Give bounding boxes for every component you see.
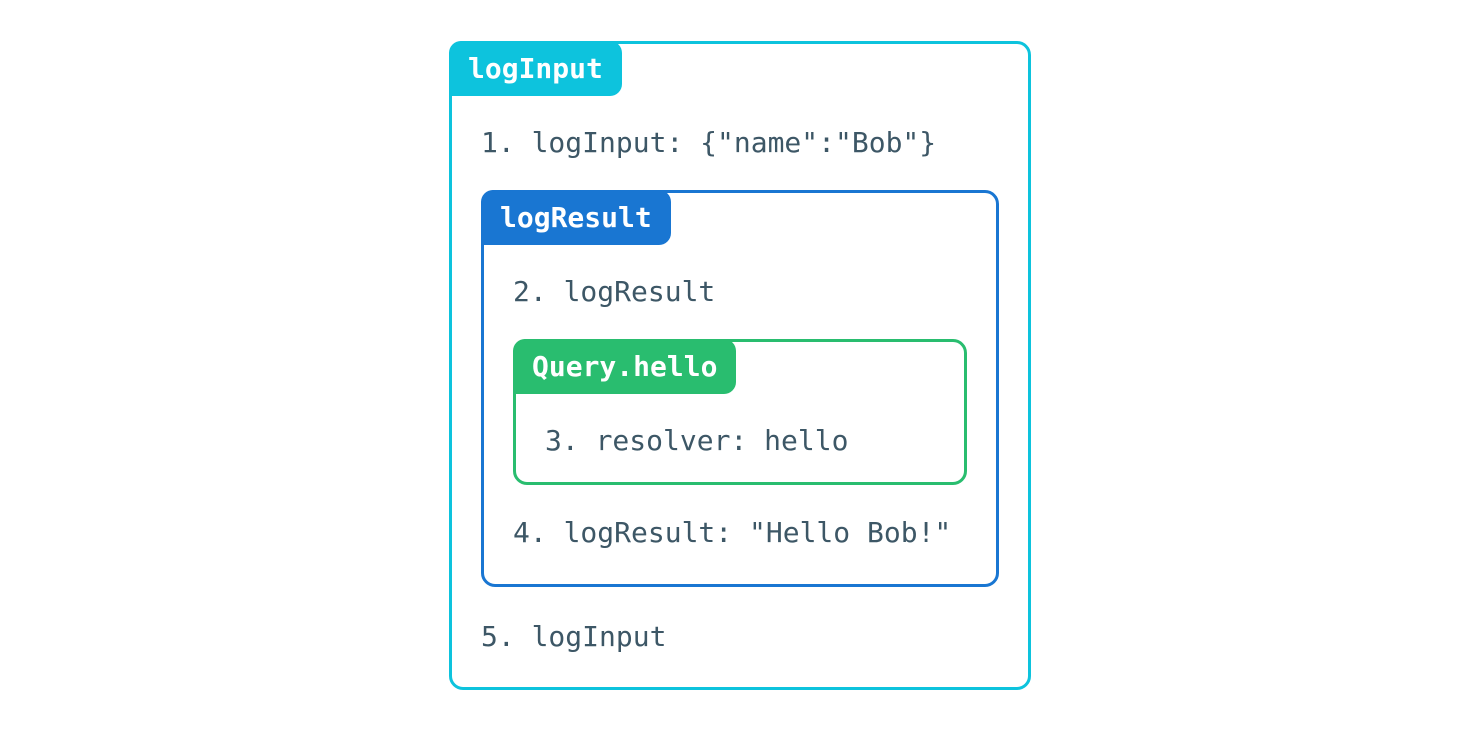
- query-hello-label: Query.hello: [513, 338, 737, 394]
- query-hello-frame: Query.hello 3. resolver: hello: [513, 338, 967, 485]
- step-2: 2. logResult: [513, 274, 716, 308]
- logresult-label: logResult: [481, 189, 671, 245]
- middleware-flow-diagram: logInput 1. logInput: {"name":"Bob"} log…: [449, 40, 1031, 690]
- query-hello-tab-row: Query.hello: [513, 338, 935, 394]
- loginput-label: logInput: [449, 40, 622, 96]
- loginput-frame: logInput 1. logInput: {"name":"Bob"} log…: [449, 40, 1031, 690]
- logresult-frame: logResult 2. logResult Query.hello 3. re…: [481, 189, 999, 587]
- step-3: 3. resolver: hello: [545, 423, 849, 457]
- step-4: 4. logResult: "Hello Bob!": [513, 515, 952, 549]
- step-1: 1. logInput: {"name":"Bob"}: [481, 125, 937, 159]
- step-5: 5. logInput: [481, 619, 667, 653]
- logresult-tab-row: logResult: [481, 189, 967, 245]
- loginput-tab-row: logInput: [449, 40, 999, 96]
